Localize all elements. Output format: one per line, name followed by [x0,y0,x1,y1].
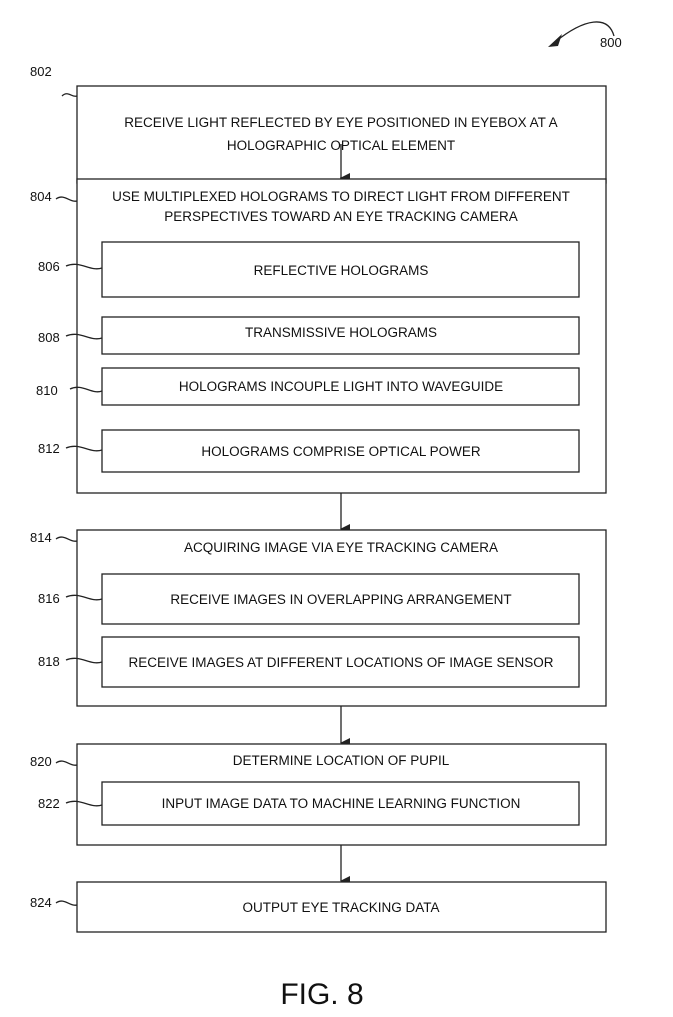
ref-label: 806 [38,259,60,274]
substep-text: REFLECTIVE HOLOGRAMS [254,263,429,278]
substep-box [101,316,580,355]
leader-line [65,333,103,340]
step-820: DETERMINE LOCATION OF PUPIL 820 INPUT IM… [30,743,607,846]
ref-label: 810 [36,383,58,398]
substep-822: INPUT IMAGE DATA TO MACHINE LEARNING FUN… [38,781,580,826]
substep-text: INPUT IMAGE DATA TO MACHINE LEARNING FUN… [162,796,521,811]
reference-arrow-icon [554,21,615,43]
figure-ref-number: 800 [600,35,622,50]
substep-text: HOLOGRAMS COMPRISE OPTICAL POWER [201,444,481,459]
ref-label: 804 [30,189,52,204]
substep-810: HOLOGRAMS INCOUPLE LIGHT INTO WAVEGUIDE … [36,367,580,406]
substep-816: RECEIVE IMAGES IN OVERLAPPING ARRANGEMEN… [38,573,580,625]
step-text-line-1: OUTPUT EYE TRACKING DATA [242,900,439,915]
step-814: ACQUIRING IMAGE VIA EYE TRACKING CAMERA … [30,529,607,707]
substep-812: HOLOGRAMS COMPRISE OPTICAL POWER 812 [38,429,580,473]
step-804: USE MULTIPLEXED HOLOGRAMS TO DIRECT LIGH… [30,178,607,494]
reference-arrowhead-icon [548,34,562,47]
leader-line [61,93,78,97]
substep-box [101,781,580,826]
substep-box [101,367,580,406]
ref-label: 802 [30,64,52,79]
ref-label: 808 [38,330,60,345]
substep-box [101,429,580,473]
step-text-line-1: USE MULTIPLEXED HOLOGRAMS TO DIRECT LIGH… [112,189,570,204]
ref-label: 812 [38,441,60,456]
substep-806: REFLECTIVE HOLOGRAMS 806 [38,241,580,298]
figure-reference: 800 [548,21,622,50]
substep-text: HOLOGRAMS INCOUPLE LIGHT INTO WAVEGUIDE [179,379,503,394]
leader-line [55,900,78,906]
step-802: RECEIVE LIGHT REFLECTED BY EYE POSITIONE… [30,64,607,184]
leader-line [69,386,103,393]
substep-box [101,636,580,688]
step-text-line-1: RECEIVE LIGHT REFLECTED BY EYE POSITIONE… [124,115,557,130]
substep-box [101,241,580,298]
leader-line [55,196,78,202]
ref-label: 822 [38,796,60,811]
leader-line [55,760,78,766]
leader-line [65,594,103,601]
substep-808: TRANSMISSIVE HOLOGRAMS 808 [38,316,580,355]
leader-line [65,657,103,664]
ref-label: 818 [38,654,60,669]
substep-text: RECEIVE IMAGES AT DIFFERENT LOCATIONS OF… [128,655,553,670]
substep-text: RECEIVE IMAGES IN OVERLAPPING ARRANGEMEN… [170,592,511,607]
step-824: OUTPUT EYE TRACKING DATA 824 [30,881,607,933]
ref-label: 814 [30,530,52,545]
step-text-line-1: DETERMINE LOCATION OF PUPIL [233,753,450,768]
step-box [76,881,607,933]
step-text-line-2: PERSPECTIVES TOWARD AN EYE TRACKING CAME… [164,209,518,224]
substep-box [101,573,580,625]
substep-818: RECEIVE IMAGES AT DIFFERENT LOCATIONS OF… [38,636,580,688]
substep-text: TRANSMISSIVE HOLOGRAMS [245,325,437,340]
figure-caption: FIG. 8 [280,978,363,1011]
ref-label: 816 [38,591,60,606]
leader-line [65,800,103,807]
leader-line [65,263,103,270]
leader-line [55,536,78,542]
step-text-line-1: ACQUIRING IMAGE VIA EYE TRACKING CAMERA [184,540,498,555]
ref-label: 824 [30,895,52,910]
ref-label: 820 [30,754,52,769]
leader-line [65,445,103,452]
